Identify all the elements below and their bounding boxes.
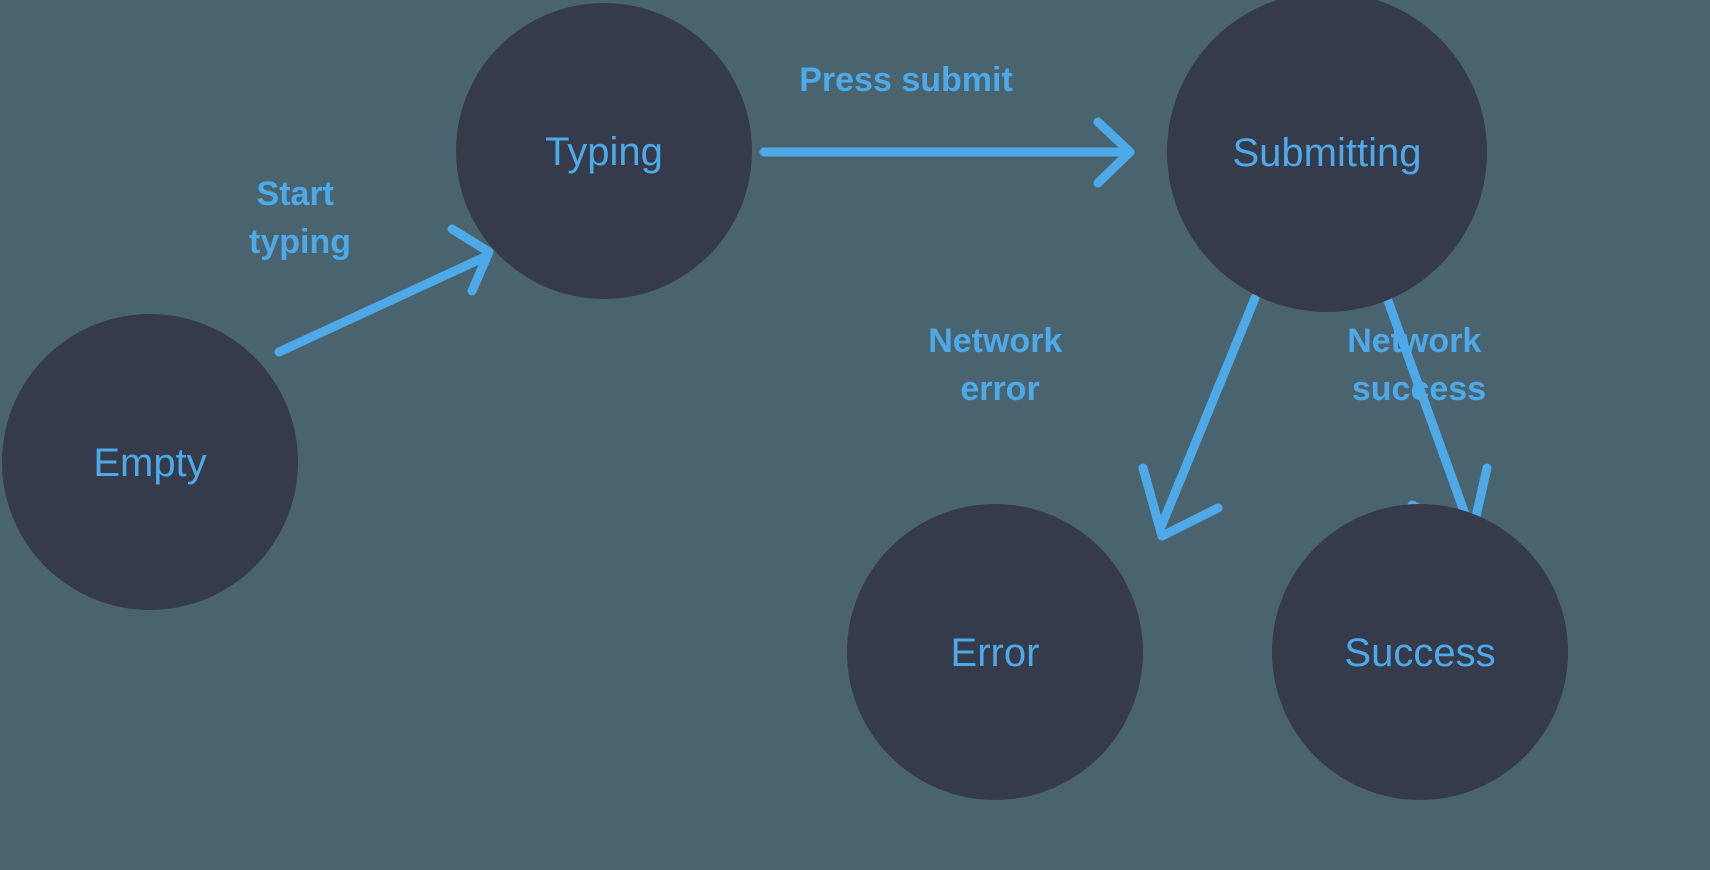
node-shape	[1272, 504, 1568, 800]
edge-label-line: Press submit	[799, 61, 1013, 99]
state-node-typing[interactable]: Typing	[456, 3, 752, 299]
state-node-empty[interactable]: Empty	[2, 314, 298, 610]
arrowhead-icon	[1138, 463, 1223, 541]
edge-line	[1382, 293, 1474, 530]
arrowhead-icon	[1093, 117, 1135, 188]
node-shape	[456, 3, 752, 299]
node-label: Typing	[545, 130, 663, 174]
node-shape	[2, 314, 298, 610]
node-label: Error	[951, 631, 1040, 675]
edge-submitting-to-error[interactable]: Network error	[928, 293, 1260, 541]
edge-empty-to-typing[interactable]: Start typing	[249, 175, 494, 357]
node-shape	[847, 504, 1143, 800]
arrowhead-icon	[447, 224, 494, 296]
edge-label-press-submit: Press submit	[799, 61, 1013, 99]
state-node-submitting[interactable]: Submitting	[1167, 0, 1487, 312]
edge-label-network-success: Network success	[1347, 322, 1491, 408]
edge-line	[274, 251, 492, 357]
state-node-error[interactable]: Error	[847, 504, 1143, 800]
node-label: Submitting	[1233, 131, 1422, 175]
edge-label-start-typing: Start typing	[249, 175, 351, 261]
node-label: Success	[1344, 631, 1495, 675]
edge-label-line: Network	[1347, 322, 1481, 360]
edge-label-network-error: Network error	[928, 322, 1072, 408]
node-label: Empty	[93, 441, 206, 485]
edge-line	[1156, 293, 1260, 532]
edge-label-line: Start	[257, 175, 334, 213]
edge-label-line: Network	[928, 322, 1062, 360]
edge-label-line: typing	[249, 223, 351, 261]
nodes-layer: Empty Typing Submitting Error Success	[2, 0, 1568, 800]
edges-layer: Start typing Press submit Network error	[249, 61, 1492, 541]
edge-typing-to-submitting[interactable]: Press submit	[759, 61, 1135, 188]
state-node-success[interactable]: Success	[1272, 504, 1568, 800]
node-shape	[1167, 0, 1487, 312]
edge-submitting-to-success[interactable]: Network success	[1347, 293, 1492, 539]
edge-label-line: success	[1352, 370, 1486, 408]
edge-label-line: error	[960, 370, 1039, 408]
